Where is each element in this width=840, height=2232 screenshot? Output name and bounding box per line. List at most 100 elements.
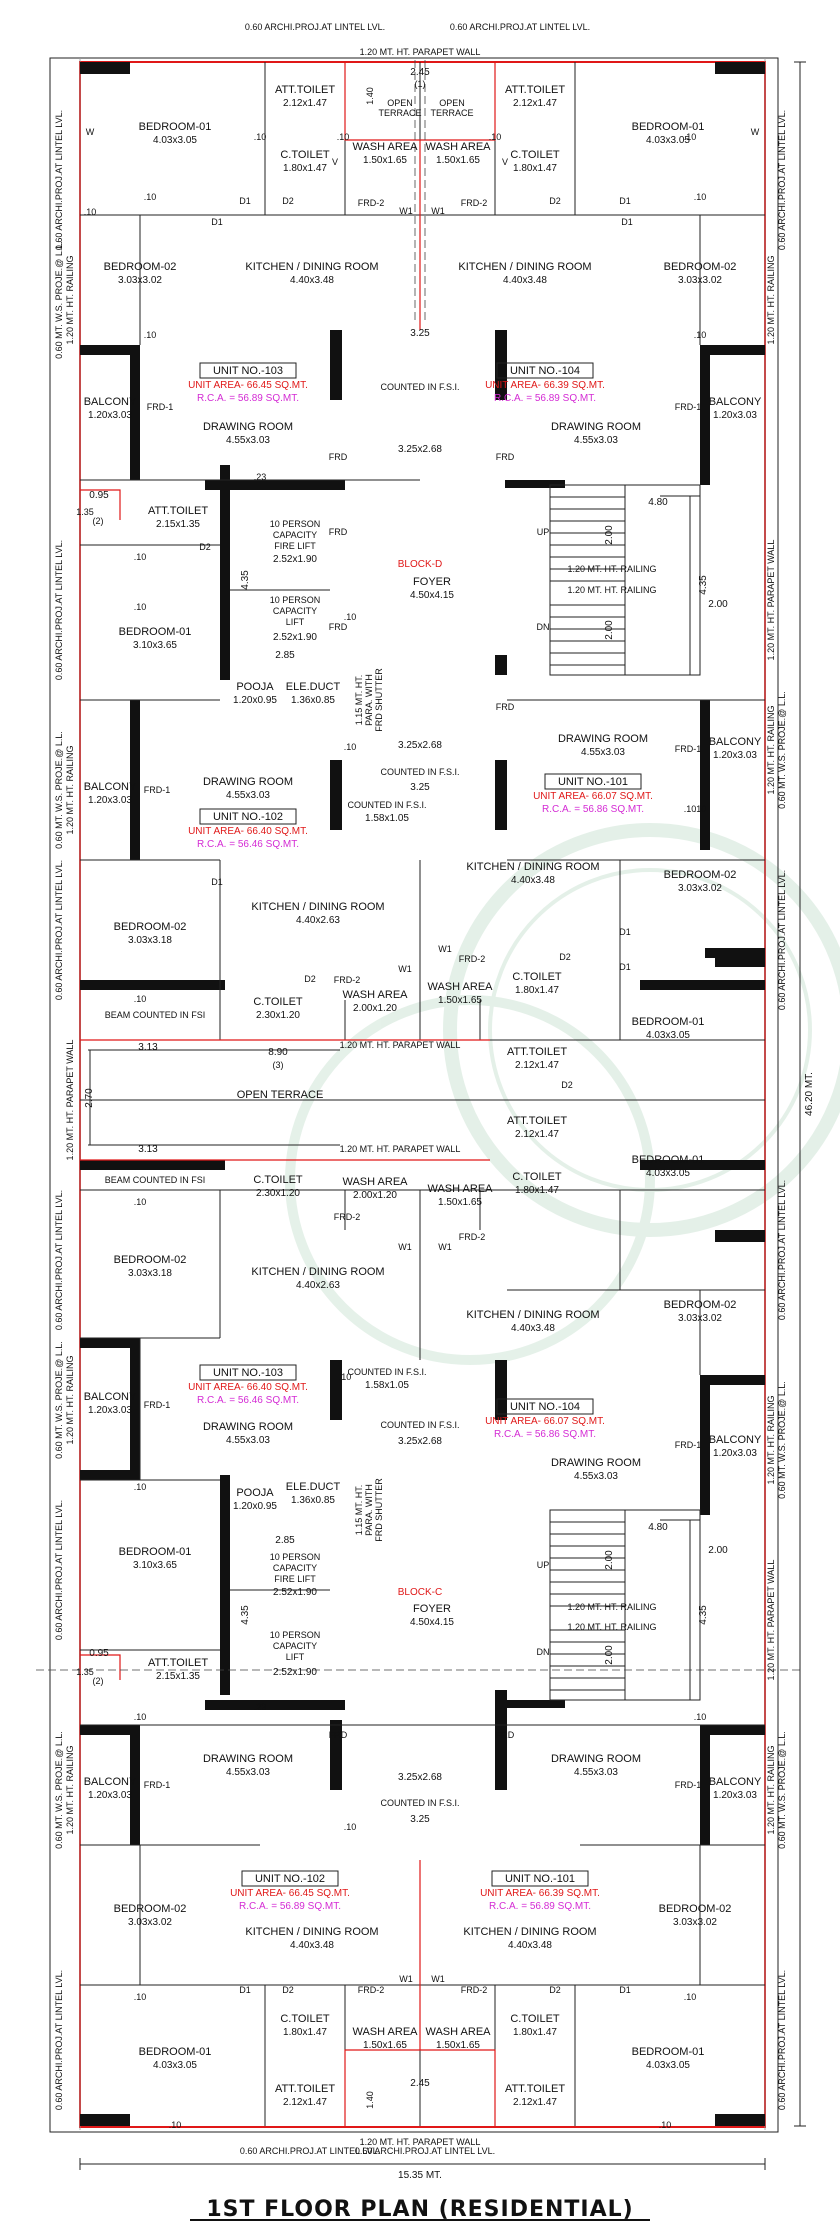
top-lintel-right: 0.60 ARCHI.PROJ.AT LINTEL LVL. xyxy=(450,22,590,32)
bedroom-01-tr-size: 4.03x3.05 xyxy=(646,135,690,146)
lift-c-2: CAPACITY xyxy=(273,1641,317,1651)
thickness-mark-20: .10 xyxy=(344,1822,357,1832)
void-c: COUNTED IN F.S.I. xyxy=(347,1367,426,1377)
unit-title: UNIT NO.-103 xyxy=(213,1367,283,1379)
bedroom-02-br: BEDROOM-02 xyxy=(659,1903,732,1915)
frd1-tl: FRD-1 xyxy=(147,402,174,412)
lift-d-3: LIFT xyxy=(286,617,305,627)
wash-area-tr-size: 1.50x1.65 xyxy=(436,155,480,166)
drawing-tr: DRAWING ROOM xyxy=(551,421,641,433)
terrace-top-num: (1) xyxy=(415,79,426,89)
beam-fsi-d: BEAM COUNTED IN FSI xyxy=(105,1010,206,1020)
att-toilet-bl-size: 2.12x1.47 xyxy=(283,2097,327,2108)
terrace-mid-n: (3) xyxy=(273,1060,284,1070)
unit-title-box xyxy=(241,1870,339,1887)
thickness-mark-21: .10 xyxy=(694,1712,707,1722)
unit-title-box xyxy=(544,773,642,790)
bedroom-02-mr-size: 3.03x3.02 xyxy=(678,883,722,894)
void-d-size: 1.58x1.05 xyxy=(365,813,409,824)
balcony-mr-size: 1.20x3.03 xyxy=(713,750,757,761)
att-toilet-ml2: ATT.TOILET xyxy=(148,1657,208,1669)
thickness-mark-16: .10 xyxy=(134,1197,147,1207)
d1-br: D1 xyxy=(619,1985,631,1995)
fire-lift-d-3: FIRE LIFT xyxy=(274,541,316,551)
c-toilet-ml-size: 2.30x1.20 xyxy=(256,1010,300,1021)
overall-height-dimension: 46.20 MT. xyxy=(804,1072,815,1116)
frd2-mr2: FRD-2 xyxy=(459,1232,486,1242)
right-archi-3: 0.60 ARCHI.PROJ.AT LINTEL LVL. xyxy=(777,1180,787,1320)
drawing-mr-size: 4.55x3.03 xyxy=(581,747,625,758)
balcony-mr: BALCONY xyxy=(709,736,762,748)
balcony-mr2: BALCONY xyxy=(709,1434,762,1446)
c-toilet-tr-size: 1.80x1.47 xyxy=(513,163,557,174)
parapet-mid-1: 1.20 MT. HT. PARAPET WALL xyxy=(340,1040,461,1050)
bedroom-01-mr: BEDROOM-01 xyxy=(632,1016,705,1028)
frd-shutter-c-3: FRD SHUTTER xyxy=(374,1478,384,1542)
block-c: BLOCK-C xyxy=(398,1587,442,1598)
counted-fsi-d: COUNTED IN F.S.I. xyxy=(380,767,459,777)
left-rail-2: 1.20 MT. HT. RAILING xyxy=(65,745,75,834)
drawing-mr: DRAWING ROOM xyxy=(558,733,648,745)
w1-tl: W1 xyxy=(399,206,413,216)
bottom-lintel-right: 0.60 ARCHI.PROJ.AT LINTEL LVL. xyxy=(355,2146,495,2156)
wash-mr2: WASH AREA xyxy=(428,1183,494,1195)
d2-ml: D2 xyxy=(199,542,211,552)
bedroom-01-br-size: 4.03x3.05 xyxy=(646,2060,690,2071)
balcony-tl: BALCONY xyxy=(84,396,137,408)
bedroom-02-tr-size: 3.03x3.02 xyxy=(678,275,722,286)
parapet-bottom: 1.20 MT. HT. PARAPET WALL xyxy=(360,2137,481,2147)
frd1-mr: FRD-1 xyxy=(675,744,702,754)
bedroom-02-br-size: 3.03x3.02 xyxy=(673,1917,717,1928)
frd-shutter-d-2: PARA. WITH xyxy=(364,674,374,726)
right-archi-4: 0.60 ARCHI.PROJ.AT LINTEL LVL. xyxy=(777,1970,787,2110)
att-toilet-tl-size: 2.12x1.47 xyxy=(283,98,327,109)
v-tl: V xyxy=(332,157,338,167)
frd-bl: FRD xyxy=(329,1730,348,1740)
att-toilet-br-size: 2.12x1.47 xyxy=(513,2097,557,2108)
unit-title: UNIT NO.-102 xyxy=(255,1873,325,1885)
d1-tr2: D1 xyxy=(621,217,633,227)
thickness-mark-22: .10 xyxy=(134,1992,147,2002)
lobby-mid-d: 3.25x2.68 xyxy=(398,740,442,751)
d1-ml: D1 xyxy=(211,877,223,887)
unit-rca: R.C.A. = 56.89 SQ.MT. xyxy=(239,1901,341,1912)
unit-rca: R.C.A. = 56.46 SQ.MT. xyxy=(197,1395,299,1406)
dim-200-d3: 2.00 xyxy=(708,599,728,610)
unit-title: UNIT NO.-103 xyxy=(213,365,283,377)
unit-area: UNIT AREA- 66.39 SQ.MT. xyxy=(480,1888,600,1899)
top-lintel-left: 0.60 ARCHI.PROJ.AT LINTEL LVL. xyxy=(245,22,385,32)
thickness-mark-18: .10 xyxy=(134,1482,147,1492)
foyer-c: FOYER xyxy=(413,1603,451,1615)
ele-duct-d: ELE.DUCT xyxy=(286,681,341,693)
bedroom-01-tr: BEDROOM-01 xyxy=(632,121,705,133)
thickness-mark-14: .10 xyxy=(684,804,697,814)
frd1-br: FRD-1 xyxy=(675,1780,702,1790)
dim-480-c: 4.80 xyxy=(648,1522,668,1533)
drawing-ml: DRAWING ROOM xyxy=(203,776,293,788)
wash-ml: WASH AREA xyxy=(343,989,409,1001)
wash-area-tr: WASH AREA xyxy=(426,141,492,153)
d2-bl: D2 xyxy=(282,1985,294,1995)
drawing-tl-size: 4.55x3.03 xyxy=(226,435,270,446)
balcony-mr2-size: 1.20x3.03 xyxy=(713,1448,757,1459)
right-archi-2: 0.60 ARCHI.PROJ.AT LINTEL LVL. xyxy=(777,870,787,1010)
w1-ml2: W1 xyxy=(398,1242,412,1252)
bedroom-02-bl-size: 3.03x3.02 xyxy=(128,1917,172,1928)
att-toilet-mr1: ATT.TOILET xyxy=(507,1046,567,1058)
kitchen-mr2: KITCHEN / DINING ROOM xyxy=(466,1309,599,1321)
kitchen-ml2: KITCHEN / DINING ROOM xyxy=(251,1266,384,1278)
dim-200-d2: 2.00 xyxy=(604,620,615,640)
frd-shutter-c-1: 1.15 MT. HT. xyxy=(354,1485,364,1536)
att-toilet-tr-size: 2.12x1.47 xyxy=(513,98,557,109)
rail-c-2: 1.20 MT. HT. RAILING xyxy=(567,1622,656,1632)
open-terrace-a: OPEN xyxy=(387,98,413,108)
bedroom-02-mr2-size: 3.03x3.02 xyxy=(678,1313,722,1324)
fire-lift-c-3: FIRE LIFT xyxy=(274,1574,316,1584)
dim-23-top: .23 xyxy=(254,472,267,482)
bedroom-01-br: BEDROOM-01 xyxy=(632,2046,705,2058)
unit-rca: R.C.A. = 56.86 SQ.MT. xyxy=(494,1429,596,1440)
unit-title: UNIT NO.-104 xyxy=(510,365,580,377)
fire-lift-d-size: 2.52x1.90 xyxy=(273,554,317,565)
pooja-c-size: 1.20x0.95 xyxy=(233,1501,277,1512)
unit-area: UNIT AREA- 66.07 SQ.MT. xyxy=(533,791,653,802)
